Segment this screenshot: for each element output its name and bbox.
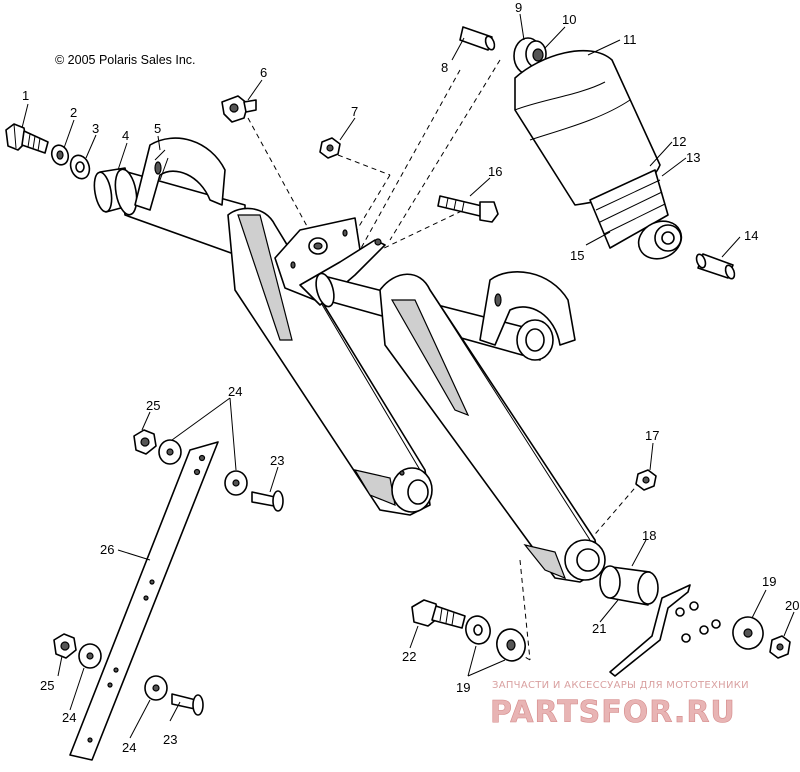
limiter-strap-part-26	[69, 441, 219, 761]
front-pivot-tube	[93, 137, 246, 259]
washer-part-19-left	[465, 615, 526, 662]
bracket-part-21	[609, 584, 691, 677]
nut-part-20	[769, 635, 791, 659]
callout-4: 4	[122, 128, 129, 143]
copyright-text: © 2005 Polaris Sales Inc.	[55, 53, 196, 67]
strap-hardware-bottom	[53, 633, 204, 716]
callout-14: 14	[744, 228, 758, 243]
callout-17: 17	[645, 428, 659, 443]
callout-20: 20	[785, 598, 799, 613]
callout-21: 21	[592, 621, 606, 636]
callout-2: 2	[70, 105, 77, 120]
strap-hardware-top	[133, 429, 284, 512]
callout-12: 12	[672, 134, 686, 149]
bushing-part-18	[599, 565, 659, 606]
callout-19-right: 19	[762, 574, 776, 589]
pin-part-14	[695, 253, 736, 280]
bolt-part-16	[437, 195, 499, 223]
shock-absorber	[459, 26, 683, 260]
callout-1: 1	[22, 88, 29, 103]
right-swing-arm	[379, 273, 606, 583]
callout-22: 22	[402, 649, 416, 664]
callout-25-top: 25	[146, 398, 160, 413]
assembly-lines	[247, 59, 641, 661]
callout-16: 16	[488, 164, 502, 179]
callout-15: 15	[570, 248, 584, 263]
callout-24-bottom: 24	[122, 740, 136, 755]
callout-8: 8	[441, 60, 448, 75]
callout-23-bottom: 23	[163, 732, 177, 747]
bolt-part-1	[5, 123, 49, 154]
callout-18: 18	[642, 528, 656, 543]
callout-24-left: 24	[62, 710, 76, 725]
callout-25-bottom: 25	[40, 678, 54, 693]
grease-fitting-part-6	[221, 95, 257, 123]
callout-numbers: 1 2 3 4 5 6 7 8 9 10 11 12 13 14 15 16 1…	[22, 0, 799, 755]
callout-13: 13	[686, 150, 700, 165]
callout-5: 5	[154, 121, 161, 136]
watermark-tagline: ЗАПЧАСТИ И АКСЕССУАРЫ ДЛЯ МОТОТЕХНИКИ	[492, 680, 749, 691]
watermark-logo: PARTSFOR.RU	[490, 695, 736, 730]
leader-lines	[21, 13, 795, 739]
callout-23-top: 23	[270, 453, 284, 468]
callout-19-left: 19	[456, 680, 470, 695]
callout-24-top: 24	[228, 384, 242, 399]
callout-3: 3	[92, 121, 99, 136]
callout-11: 11	[623, 32, 637, 47]
callout-10: 10	[562, 12, 576, 27]
grease-fitting-part-17	[635, 469, 657, 491]
callout-7: 7	[351, 104, 358, 119]
callout-9: 9	[515, 0, 522, 15]
washer-part-3	[69, 154, 91, 180]
small-washers	[675, 601, 721, 643]
callout-6: 6	[260, 65, 267, 80]
washer-part-19-right	[732, 616, 764, 650]
watermark: ЗАПЧАСТИ И АКСЕССУАРЫ ДЛЯ МОТОТЕХНИКИ PA…	[490, 680, 749, 730]
bolt-part-22	[411, 599, 466, 629]
nut-part-7	[319, 137, 341, 159]
left-swing-arm	[227, 207, 433, 516]
washer-part-2	[50, 144, 70, 166]
callout-26: 26	[100, 542, 114, 557]
